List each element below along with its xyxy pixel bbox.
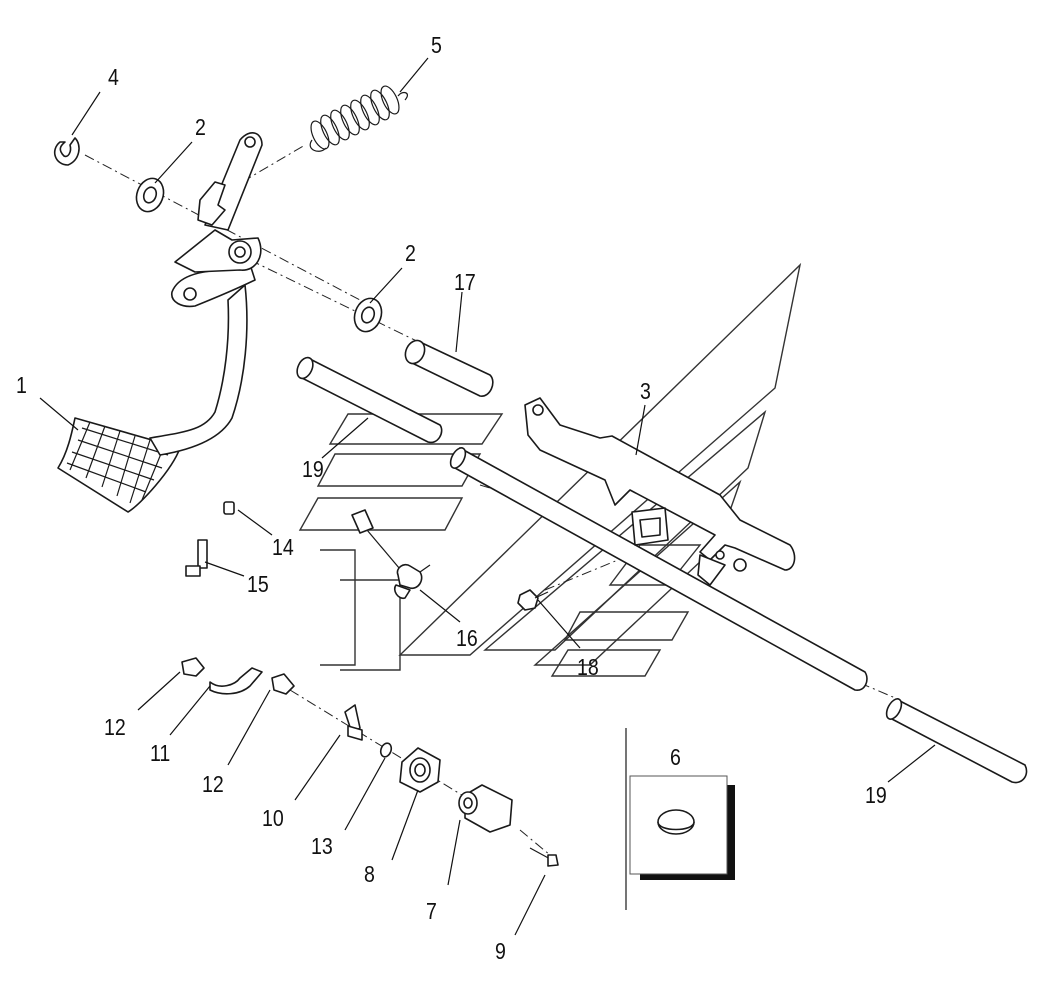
small-washer: [379, 742, 393, 758]
washer-upper: [135, 177, 165, 213]
washer-lower: [353, 297, 383, 333]
callout-13: 13: [311, 833, 333, 859]
callout-11: 11: [150, 740, 171, 766]
callout-14: 14: [272, 534, 294, 560]
callout-2-upper: 2: [195, 114, 206, 140]
callout-12-left: 12: [104, 714, 126, 740]
brake-light-switch: [351, 509, 431, 600]
callout-2-lower: 2: [405, 240, 416, 266]
callout-12-right: 12: [202, 771, 224, 797]
brake-pedal-assembly: [57, 132, 263, 513]
callout-17: 17: [454, 269, 476, 295]
callout-19-lower: 19: [865, 782, 887, 808]
callout-3: 3: [640, 378, 651, 404]
pivot-shaft-lower: [885, 698, 1028, 784]
stop-bolt: [185, 539, 208, 577]
pedal-bracket: [524, 397, 796, 586]
clevis-pin: [344, 704, 363, 741]
pushrod-link: [209, 667, 263, 695]
return-spring: [309, 85, 409, 152]
pivot-shaft-main: [449, 447, 868, 691]
stop-pad: [223, 501, 235, 515]
callout-7: 7: [426, 898, 437, 924]
callout-1: 1: [16, 372, 27, 398]
bracket-bolt: [517, 589, 549, 611]
callout-19-upper: 19: [302, 456, 324, 482]
mounting-screw: [529, 847, 559, 867]
callout-6: 6: [670, 744, 681, 770]
callout-15: 15: [247, 571, 269, 597]
callout-16: 16: [456, 625, 478, 651]
plug-inset: [625, 728, 735, 910]
pivot-shaft-upper: [296, 356, 443, 444]
callout-9: 9: [495, 938, 506, 964]
retaining-clip: [53, 137, 80, 166]
callout-8: 8: [364, 861, 375, 887]
clip-left: [181, 657, 205, 677]
pivot-bushing: [404, 339, 494, 397]
clip-right: [271, 673, 295, 695]
callout-leader-lines: [39, 57, 936, 936]
master-cylinder-block: [458, 784, 513, 833]
callout-4: 4: [108, 64, 119, 90]
mounting-plate: [399, 747, 441, 793]
callout-5: 5: [431, 32, 442, 58]
callout-10: 10: [262, 805, 284, 831]
callout-18: 18: [577, 654, 599, 680]
